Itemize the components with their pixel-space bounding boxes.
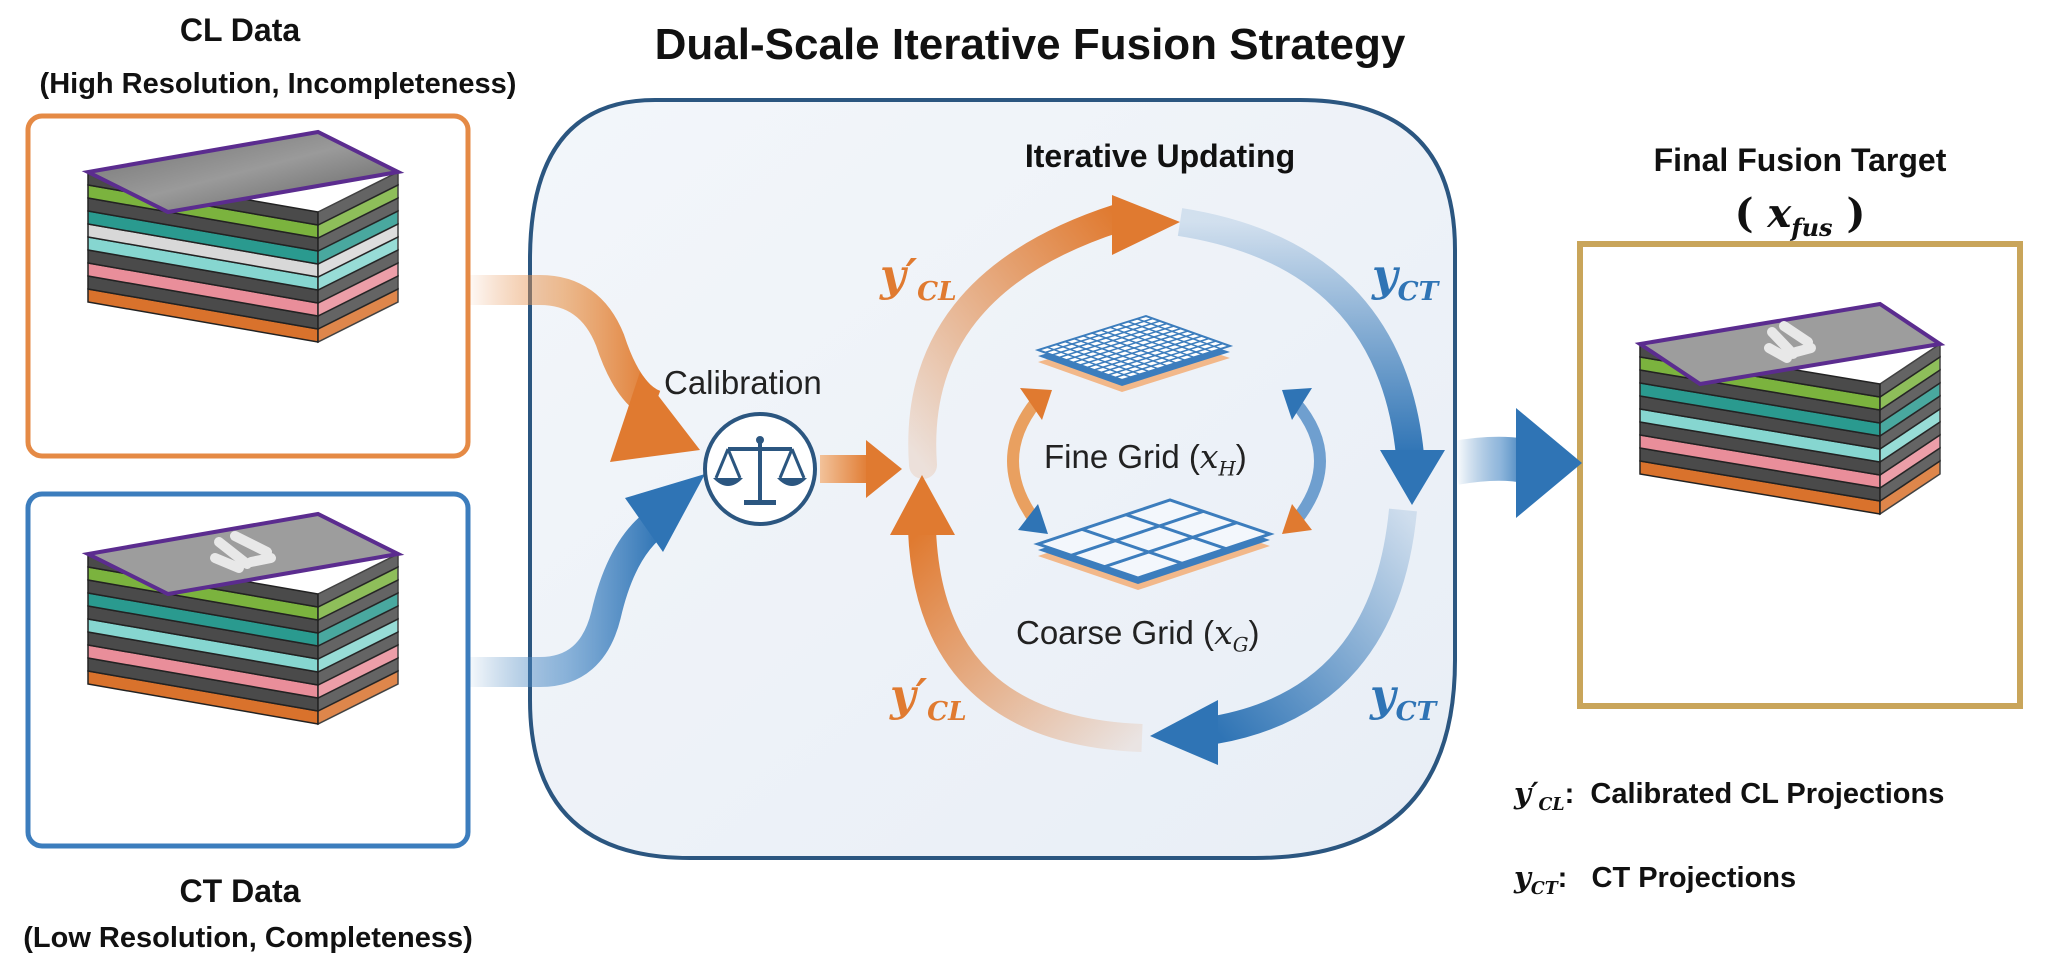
cl-input-arrow xyxy=(470,275,700,462)
y-ct-label-top: yCT xyxy=(1372,250,1439,307)
coarse-grid-label: Coarse Grid (xG) xyxy=(1016,613,1260,657)
calibration-label: Calibration xyxy=(664,364,822,401)
arc-bottom-right xyxy=(1212,508,1417,744)
cl-data-sublabel: (High Resolution, Incompleteness) xyxy=(39,68,517,100)
iterative-updating-label: Iterative Updating xyxy=(1024,138,1296,174)
left-exchange-arrow xyxy=(1007,388,1052,534)
y-cl-label-top: y′CL xyxy=(880,250,957,307)
ct-data-stack-icon xyxy=(81,511,405,726)
arc-bottom-left xyxy=(908,529,1143,752)
coarse-grid-icon xyxy=(1033,498,1275,590)
ct-data-label: CT Data xyxy=(179,873,301,909)
cl-data-label: CL Data xyxy=(179,12,301,48)
final-fusion-symbol: ( xfus ) xyxy=(1734,190,1866,242)
diagram-title: Dual-Scale Iterative Fusion Strategy xyxy=(654,20,1406,69)
final-fusion-label: Final Fusion Target xyxy=(1653,142,1947,178)
fusion-output-arrow xyxy=(1451,408,1582,518)
right-exchange-arrow xyxy=(1282,388,1326,534)
cl-data-stack-icon xyxy=(81,129,405,344)
calibration-output-arrow xyxy=(820,440,902,498)
legend-y-cl: y′CL: Calibrated CL Projections xyxy=(1514,776,1945,815)
y-cl-label-bottom: y′CL xyxy=(890,670,967,727)
fine-grid-label: Fine Grid (xH) xyxy=(1044,437,1247,481)
iteration-loop xyxy=(890,195,1445,765)
fine-grid-icon xyxy=(1034,314,1234,392)
balance-scale-icon xyxy=(703,412,817,526)
ct-data-sublabel: (Low Resolution, Completeness) xyxy=(23,922,473,954)
fusion-strategy-panel xyxy=(528,98,1457,860)
fused-data-stack-icon xyxy=(1634,301,1946,516)
legend-y-ct: yCT: CT Projections xyxy=(1514,860,1797,899)
arc-top-left xyxy=(908,204,1132,479)
ct-input-arrow xyxy=(470,474,705,687)
y-ct-label-bottom: yCT xyxy=(1370,670,1437,727)
arc-top-right xyxy=(1177,208,1424,457)
